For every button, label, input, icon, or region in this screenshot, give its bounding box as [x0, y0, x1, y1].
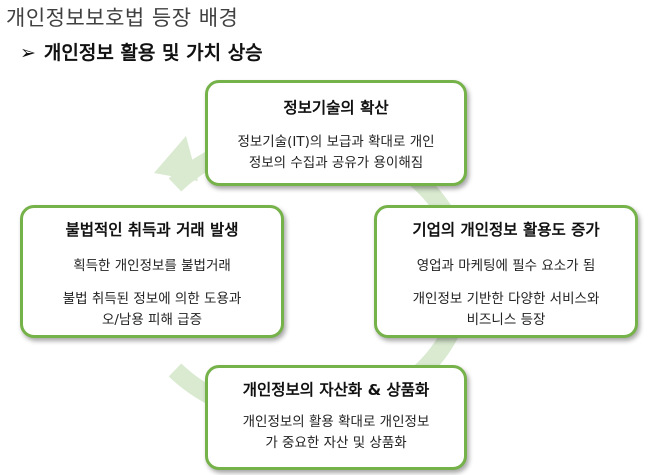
cycle-box-title: 정보기술의 확산 — [283, 99, 389, 117]
cycle-box-it-spread: 정보기술의 확산 정보기술(IT)의 보급과 확대로 개인 정보의 수집과 공유… — [205, 80, 467, 186]
cycle-box-title: 기업의 개인정보 활용도 증가 — [412, 221, 600, 239]
cycle-box-text: 개인정보의 활용 확대로 개인정보 — [242, 414, 430, 430]
subtitle: ➢ 개인정보 활용 및 가치 상승 — [20, 38, 263, 65]
cycle-box-text: 획득한 개인정보를 불법거래 — [73, 258, 231, 274]
cycle-box-text: 정보의 수집과 공유가 용이해짐 — [248, 155, 424, 171]
cycle-box-text: 개인정보 기반한 다양한 서비스와 — [412, 291, 600, 307]
cycle-box-illegal-trade: 불법적인 취득과 거래 발생 획득한 개인정보를 불법거래 불법 취득된 정보에… — [20, 205, 284, 338]
cycle-box-text: 불법 취득된 정보에 의한 도용과 — [62, 291, 242, 307]
cycle-box-assetization: 개인정보의 자산화 & 상품화 개인정보의 활용 확대로 개인정보 가 중요한 … — [205, 365, 467, 470]
cycle-box-text: 가 중요한 자산 및 상품화 — [265, 435, 407, 451]
page-title: 개인정보보호법 등장 배경 — [6, 6, 239, 30]
arrow-bullet-icon: ➢ — [20, 42, 36, 64]
cycle-arrowhead-icon — [154, 136, 198, 181]
cycle-box-text: 영업과 마케팅에 필수 요소가 됨 — [416, 258, 596, 274]
cycle-box-title: 불법적인 취득과 거래 발생 — [65, 221, 239, 239]
cycle-box-text: 정보기술(IT)의 보급과 확대로 개인 — [237, 134, 435, 150]
cycle-box-corporate-use: 기업의 개인정보 활용도 증가 영업과 마케팅에 필수 요소가 됨 개인정보 기… — [374, 205, 638, 338]
cycle-box-text: 비즈니스 등장 — [466, 312, 546, 328]
cycle-box-title: 개인정보의 자산화 & 상품화 — [242, 381, 430, 399]
cycle-box-text: 오/남용 피해 급증 — [101, 312, 203, 328]
subtitle-text: 개인정보 활용 및 가치 상승 — [43, 42, 263, 64]
